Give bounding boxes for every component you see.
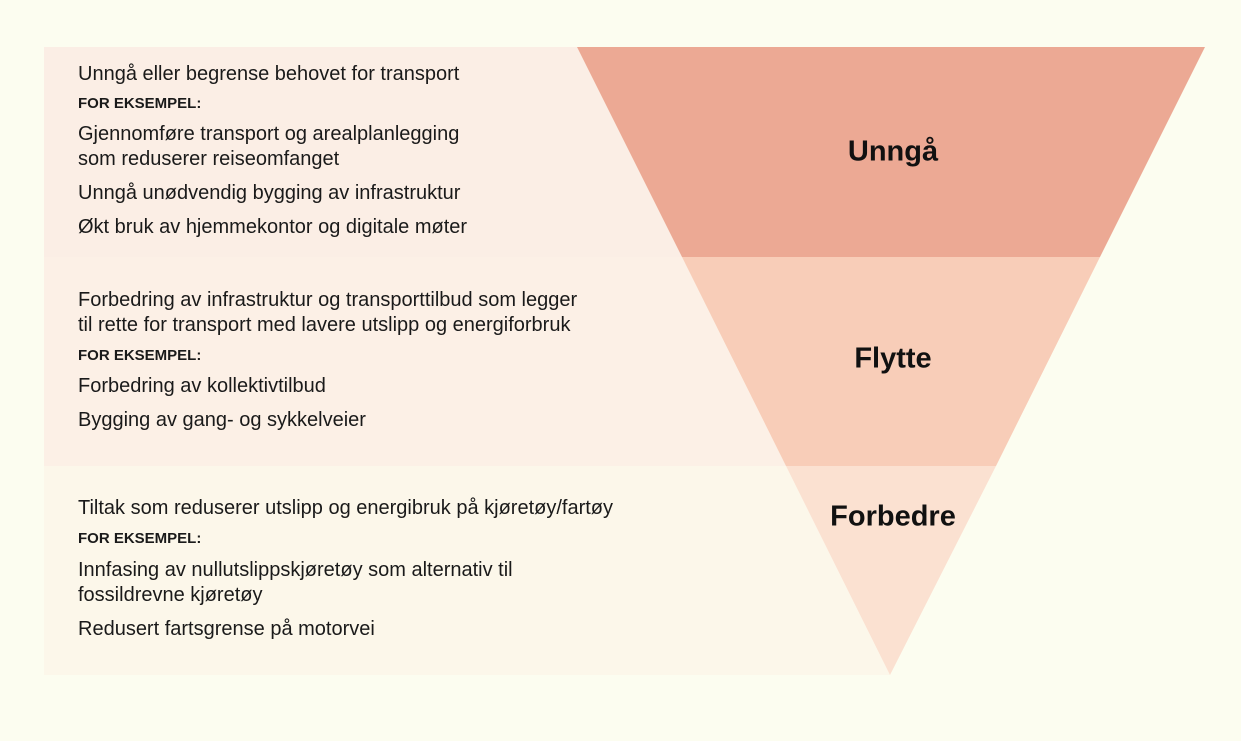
row-background-forbedre: [44, 466, 890, 675]
example-item: Bygging av gang- og sykkelveier: [78, 409, 366, 431]
example-item: Redusert fartsgrense på motorvei: [78, 618, 375, 640]
example-label: FOR EKSEMPEL:: [78, 347, 202, 364]
example-item: Gjennomføre transport og arealplanleggin…: [78, 123, 460, 170]
row-background-unnga: [44, 47, 682, 257]
level-unnga: [577, 47, 1205, 257]
example-label: FOR EKSEMPEL:: [78, 530, 202, 547]
level-title: Flytte: [854, 342, 932, 375]
level-intro: Forbedring av infrastruktur og transport…: [78, 289, 578, 336]
example-item: Unngå unødvendig bygging av infrastruktu…: [78, 182, 461, 204]
level-title: Forbedre: [830, 500, 956, 533]
example-item: Forbedring av kollektivtilbud: [78, 375, 326, 397]
example-item: Økt bruk av hjemmekontor og digitale møt…: [78, 216, 468, 238]
level-flytte: [682, 257, 1100, 466]
level-intro: Unngå eller begrense behovet for transpo…: [78, 63, 460, 85]
example-label: FOR EKSEMPEL:: [78, 95, 202, 112]
level-intro: Tiltak som reduserer utslipp og energibr…: [78, 497, 614, 519]
row-background-flytte: [44, 257, 786, 466]
level-forbedre: [786, 466, 996, 675]
example-item: Innfasing av nullutslippskjøretøy som al…: [78, 559, 513, 606]
level-title: Unngå: [847, 135, 939, 168]
